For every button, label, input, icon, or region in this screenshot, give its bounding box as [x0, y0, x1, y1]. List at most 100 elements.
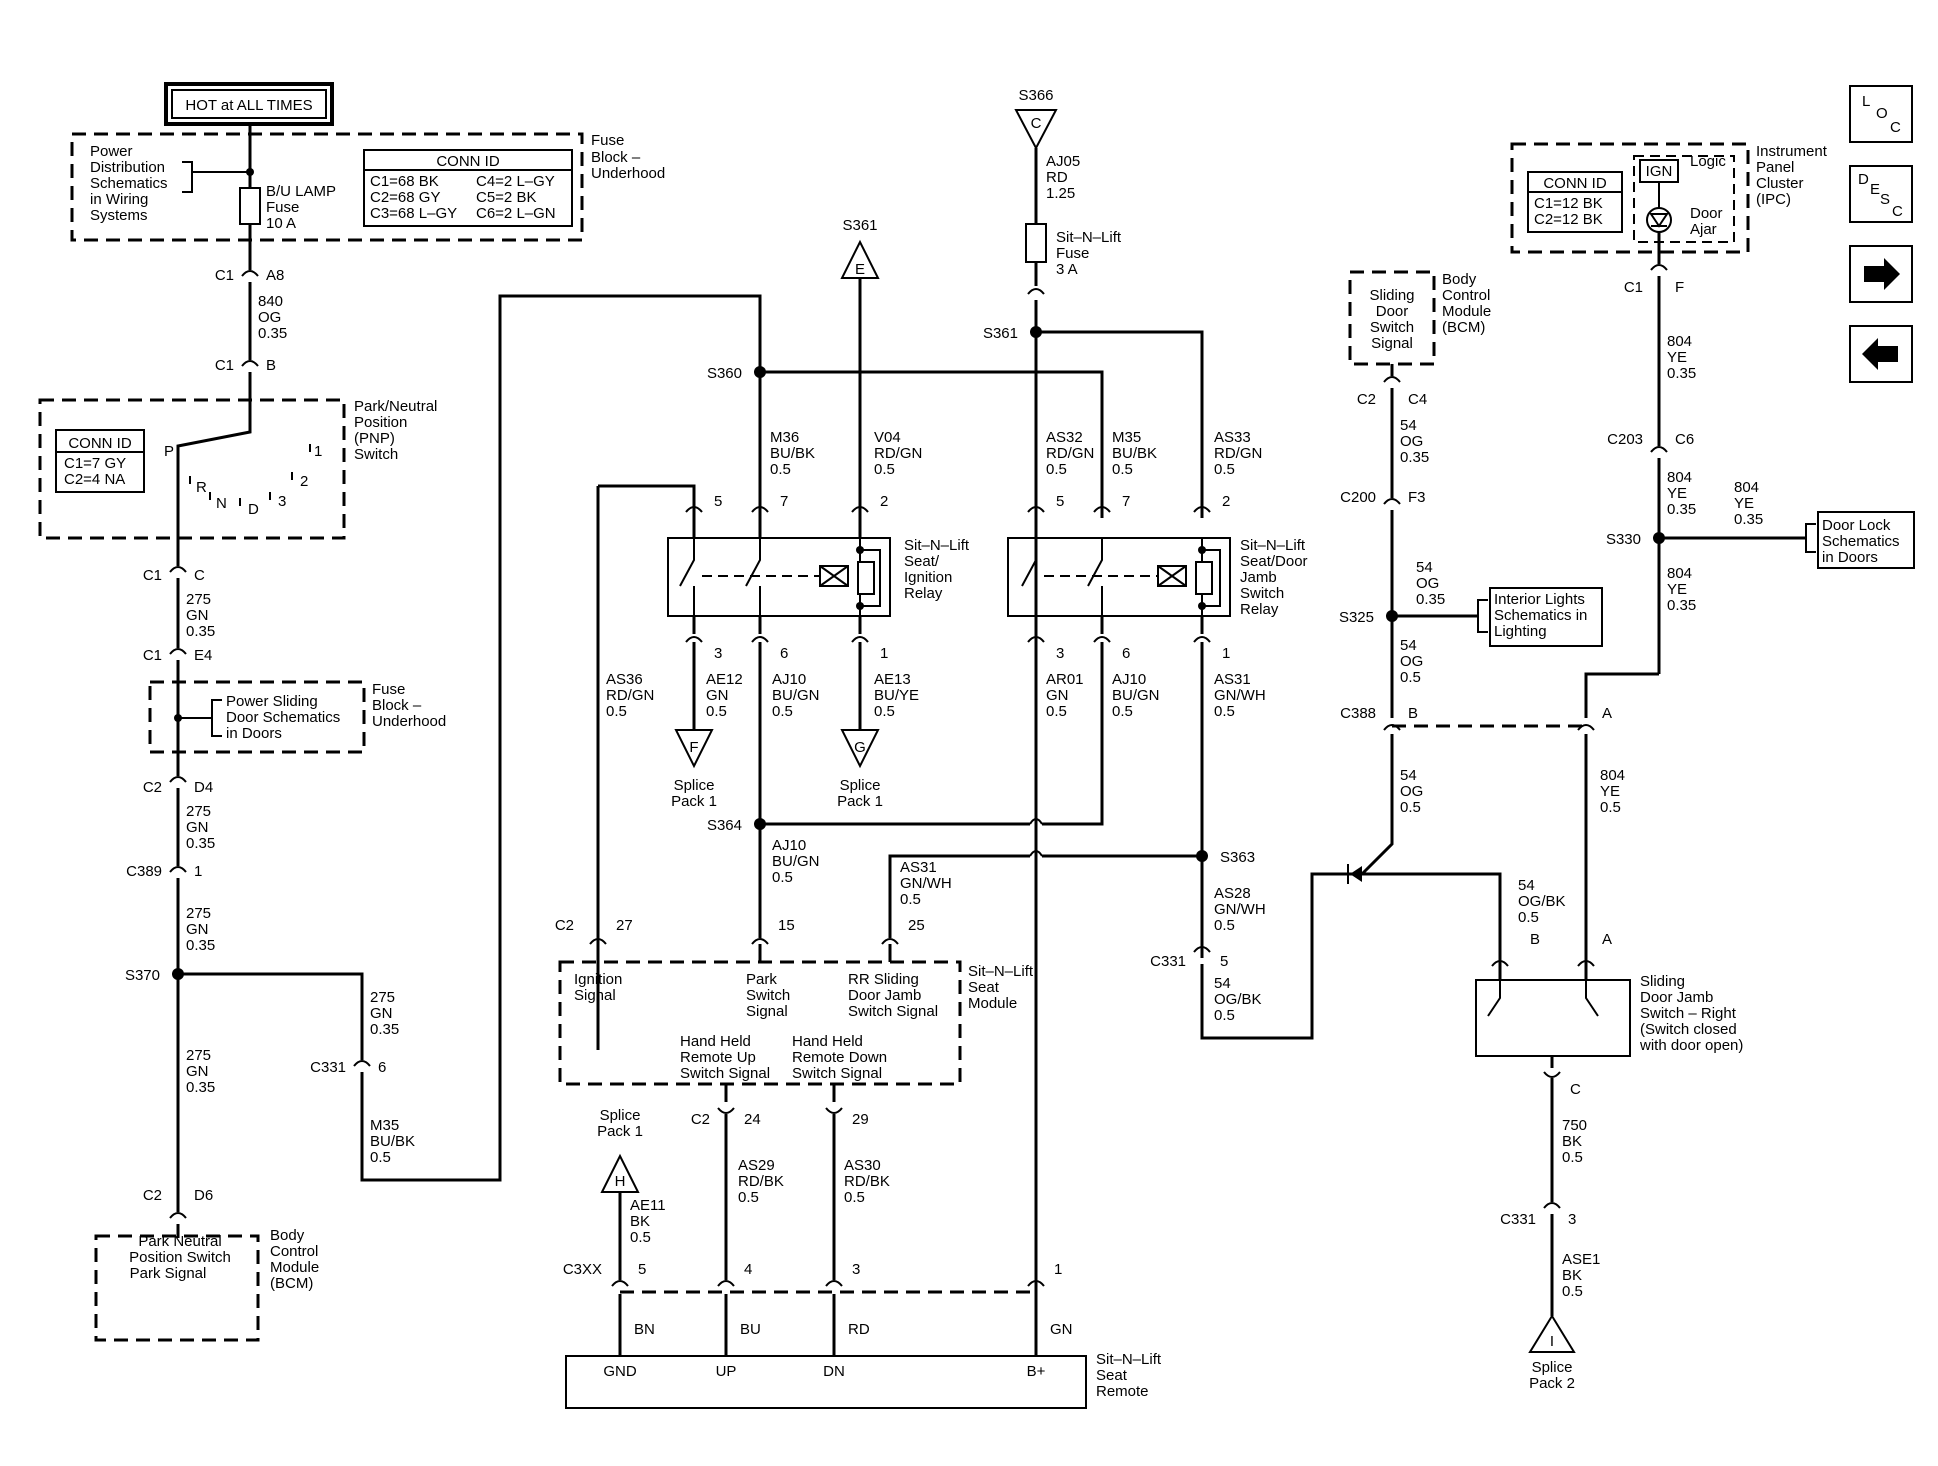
svg-text:AJ10: AJ10: [772, 671, 806, 688]
svg-text:C2: C2: [143, 779, 162, 796]
svg-text:2: 2: [300, 473, 308, 490]
desc-button[interactable]: D E S C: [1849, 165, 1913, 223]
svg-text:0.5: 0.5: [1046, 703, 1067, 720]
svg-text:0.5: 0.5: [1518, 909, 1539, 926]
svg-text:0.5: 0.5: [1562, 1149, 1583, 1166]
svg-text:54: 54: [1400, 767, 1417, 784]
svg-text:S330: S330: [1606, 531, 1641, 548]
svg-text:54: 54: [1416, 559, 1433, 576]
svg-text:C1: C1: [215, 267, 234, 284]
hot-label: HOT at ALL TIMES: [185, 97, 312, 114]
svg-text:Seat/Door: Seat/Door: [1240, 553, 1308, 570]
prev-page-button[interactable]: [1849, 325, 1913, 383]
svg-text:5: 5: [1220, 953, 1228, 970]
svg-text:C2: C2: [691, 1111, 710, 1128]
svg-text:GN: GN: [186, 921, 209, 938]
svg-text:AS30: AS30: [844, 1157, 881, 1174]
svg-text:4: 4: [744, 1261, 752, 1278]
svg-text:Position Switch: Position Switch: [129, 1249, 231, 1266]
next-page-button[interactable]: [1849, 245, 1913, 303]
svg-text:3: 3: [852, 1261, 860, 1278]
svg-text:C1=7 GY: C1=7 GY: [64, 455, 126, 472]
svg-text:Relay: Relay: [1240, 601, 1279, 618]
svg-text:C331: C331: [310, 1059, 346, 1076]
svg-text:3: 3: [714, 645, 722, 662]
svg-text:V04: V04: [874, 429, 901, 446]
svg-text:E4: E4: [194, 647, 212, 664]
svg-text:D: D: [248, 501, 259, 518]
svg-text:Splice: Splice: [1532, 1359, 1573, 1376]
svg-text:1: 1: [314, 443, 322, 460]
svg-text:0.5: 0.5: [1400, 799, 1421, 816]
svg-text:0.5: 0.5: [606, 703, 627, 720]
svg-text:OG: OG: [1400, 783, 1423, 800]
svg-text:GN: GN: [186, 1063, 209, 1080]
svg-text:UP: UP: [716, 1363, 737, 1380]
svg-text:C4: C4: [1408, 391, 1427, 408]
loc-button[interactable]: L O C: [1849, 85, 1913, 143]
svg-text:Power: Power: [90, 143, 133, 160]
svg-text:Switch: Switch: [354, 446, 398, 463]
svg-text:Signal: Signal: [574, 987, 616, 1004]
svg-text:OG: OG: [258, 309, 281, 326]
svg-text:RR Sliding: RR Sliding: [848, 971, 919, 988]
svg-text:0.5: 0.5: [1214, 461, 1235, 478]
svg-text:in Doors: in Doors: [226, 725, 282, 742]
svg-text:C200: C200: [1340, 489, 1376, 506]
svg-text:OG/BK: OG/BK: [1518, 893, 1566, 910]
svg-text:GN: GN: [186, 819, 209, 836]
svg-text:0.5: 0.5: [1562, 1283, 1583, 1300]
svg-text:D6: D6: [194, 1187, 213, 1204]
svg-text:6: 6: [378, 1059, 386, 1076]
svg-text:6: 6: [780, 645, 788, 662]
diode-icon: [1340, 864, 1502, 972]
seat-module-box: [558, 960, 962, 1086]
svg-text:GND: GND: [603, 1363, 637, 1380]
svg-text:B: B: [1530, 931, 1540, 948]
svg-text:AJ10: AJ10: [1112, 671, 1146, 688]
right-circuit: Instrument Panel Cluster (IPC) CONN ID C…: [1339, 142, 1915, 1392]
center-power-feed: S366 C AJ05 RD 1.25 Sit–N–Lift Fuse 3 A …: [707, 87, 1262, 1294]
svg-text:AS31: AS31: [1214, 671, 1251, 688]
svg-text:M35: M35: [1112, 429, 1141, 446]
svg-text:Door: Door: [1376, 303, 1409, 320]
svg-text:C3=68 L–GY: C3=68 L–GY: [370, 205, 457, 222]
svg-text:AS29: AS29: [738, 1157, 775, 1174]
svg-text:0.5: 0.5: [1112, 461, 1133, 478]
svg-text:RD/GN: RD/GN: [874, 445, 922, 462]
left-circuit-chain: C1 A8 840 OG 0.35 C1 B Park/Neutral Posi…: [38, 224, 762, 1342]
svg-text:3: 3: [1056, 645, 1064, 662]
svg-text:in Doors: in Doors: [1822, 549, 1878, 566]
svg-text:Switch Signal: Switch Signal: [680, 1065, 770, 1082]
svg-text:H: H: [615, 1173, 626, 1190]
svg-text:Park Neutral: Park Neutral: [138, 1233, 221, 1250]
svg-text:GN/WH: GN/WH: [1214, 901, 1266, 918]
svg-text:Switch Signal: Switch Signal: [848, 1003, 938, 1020]
bu-lamp-fuse-icon: [239, 187, 261, 225]
svg-text:C2: C2: [555, 917, 574, 934]
svg-text:54: 54: [1400, 417, 1417, 434]
svg-text:AE12: AE12: [706, 671, 743, 688]
svg-text:C2=4 NA: C2=4 NA: [64, 471, 125, 488]
svg-text:5: 5: [714, 493, 722, 510]
interior-lights-ref-box: [1489, 587, 1603, 647]
svg-text:BN: BN: [634, 1321, 655, 1338]
arrow-right-icon: [1864, 258, 1900, 290]
svg-text:B: B: [1408, 705, 1418, 722]
svg-text:(BCM): (BCM): [270, 1275, 313, 1292]
svg-text:0.5: 0.5: [738, 1189, 759, 1206]
svg-text:(PNP): (PNP): [354, 430, 395, 447]
svg-text:Sit–N–Lift: Sit–N–Lift: [904, 537, 970, 554]
svg-text:YE: YE: [1734, 495, 1754, 512]
svg-text:29: 29: [852, 1111, 869, 1128]
svg-text:Logic: Logic: [1690, 153, 1726, 170]
svg-text:S: S: [1880, 191, 1890, 208]
svg-text:YE: YE: [1667, 485, 1687, 502]
svg-text:0.5: 0.5: [1046, 461, 1067, 478]
svg-text:BU/GN: BU/GN: [772, 687, 820, 704]
pnp-switch-box: [38, 398, 346, 540]
svg-text:L: L: [1862, 93, 1870, 110]
svg-text:DN: DN: [823, 1363, 845, 1380]
svg-text:(BCM): (BCM): [1442, 319, 1485, 336]
